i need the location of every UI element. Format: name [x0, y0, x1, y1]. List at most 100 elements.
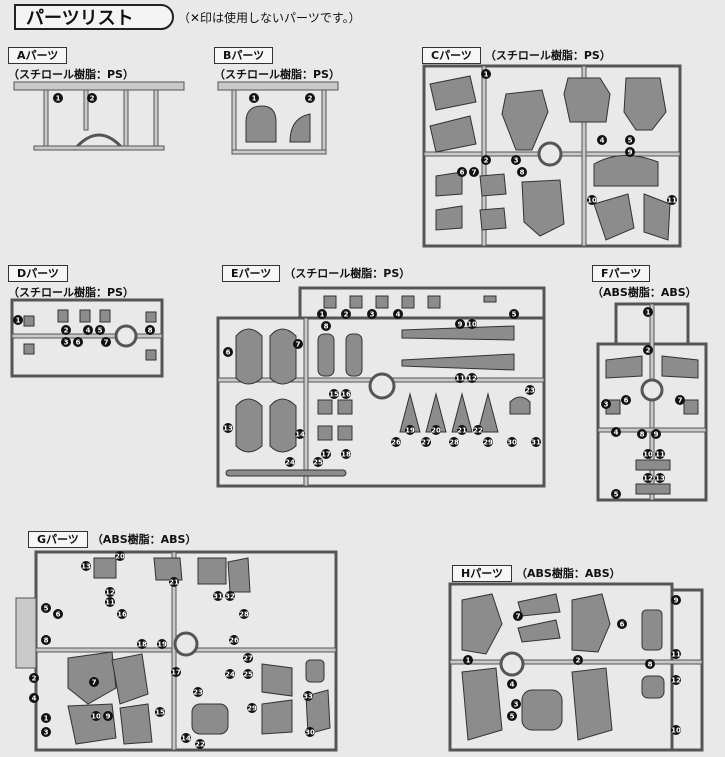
svg-text:8: 8: [520, 169, 525, 177]
section-a-label: Aパーツ: [8, 47, 68, 64]
svg-text:9: 9: [654, 431, 659, 439]
part-number-g-20: 20: [115, 551, 125, 561]
svg-text:3: 3: [370, 311, 375, 319]
part-number-e-17: 17: [321, 449, 331, 459]
svg-text:29: 29: [247, 705, 257, 713]
part-number-e-19: 19: [405, 425, 415, 435]
svg-text:18: 18: [137, 641, 147, 649]
part-number-e-31: 31: [531, 437, 541, 447]
part-number-h-1: 1: [463, 655, 473, 665]
svg-text:10: 10: [643, 451, 653, 459]
part-number-e-8: 8: [321, 321, 331, 331]
svg-text:5: 5: [512, 311, 517, 319]
part-number-d-5: 5: [95, 325, 105, 335]
part-number-f-10: 10: [643, 449, 653, 459]
svg-text:13: 13: [223, 425, 233, 433]
svg-text:3: 3: [604, 401, 609, 409]
part-number-a-1: 1: [53, 93, 63, 103]
section-g-label: Gパーツ: [28, 531, 88, 548]
part-number-e-27: 27: [421, 437, 431, 447]
part-number-g-32: 32: [225, 591, 235, 601]
part-number-e-14: 14: [295, 429, 305, 439]
svg-text:7: 7: [472, 169, 477, 177]
part-number-g-16: 16: [117, 609, 127, 619]
section-d: Dパーツ （スチロール樹脂：PS）: [8, 262, 134, 300]
svg-text:13: 13: [655, 475, 665, 483]
page-title: パーツリスト: [14, 4, 174, 30]
part-number-g-10: 10: [91, 711, 101, 721]
svg-text:4: 4: [86, 327, 91, 335]
part-number-e-29: 29: [483, 437, 493, 447]
part-number-g-12: 12: [105, 587, 115, 597]
part-number-c-8: 8: [517, 167, 527, 177]
svg-text:3: 3: [64, 339, 69, 347]
svg-text:11: 11: [105, 599, 115, 607]
part-number-e-6: 6: [223, 347, 233, 357]
svg-text:7: 7: [516, 613, 521, 621]
svg-text:6: 6: [76, 339, 81, 347]
part-number-g-11: 11: [105, 597, 115, 607]
svg-text:29: 29: [483, 439, 493, 447]
svg-text:5: 5: [510, 713, 515, 721]
svg-text:3: 3: [514, 701, 519, 709]
svg-text:13: 13: [81, 563, 91, 571]
part-number-d-8: 8: [145, 325, 155, 335]
part-number-e-18: 18: [341, 449, 351, 459]
part-number-g-28: 28: [239, 609, 249, 619]
part-number-e-22: 22: [473, 425, 483, 435]
svg-text:2: 2: [32, 675, 37, 683]
svg-text:9: 9: [106, 713, 111, 721]
svg-text:7: 7: [296, 341, 301, 349]
part-number-f-3: 3: [601, 399, 611, 409]
part-number-g-4: 4: [29, 693, 39, 703]
part-number-c-6: 6: [457, 167, 467, 177]
part-number-e-9: 9: [455, 319, 465, 329]
svg-text:6: 6: [226, 349, 231, 357]
part-number-e-3: 3: [367, 309, 377, 319]
section-d-label: Dパーツ: [8, 265, 68, 282]
part-number-c-1: 1: [481, 69, 491, 79]
part-number-g-8: 8: [41, 635, 51, 645]
part-number-d-1: 1: [13, 315, 23, 325]
svg-text:3: 3: [44, 729, 49, 737]
part-number-g-24: 24: [225, 669, 235, 679]
part-number-e-30: 30: [507, 437, 517, 447]
svg-text:4: 4: [32, 695, 37, 703]
svg-text:7: 7: [104, 339, 109, 347]
svg-text:8: 8: [324, 323, 329, 331]
svg-text:11: 11: [455, 375, 465, 383]
section-e-material: （スチロール樹脂：PS）: [284, 267, 411, 280]
part-number-g-15: 15: [155, 707, 165, 717]
section-e: Eパーツ（スチロール樹脂：PS）: [222, 262, 410, 282]
part-number-c-9: 9: [625, 147, 635, 157]
svg-text:9: 9: [674, 597, 679, 605]
part-number-d-3: 3: [61, 337, 71, 347]
part-number-g-9: 9: [103, 711, 113, 721]
svg-text:5: 5: [44, 605, 49, 613]
svg-text:2: 2: [90, 95, 95, 103]
part-number-f-5: 5: [611, 489, 621, 499]
sprue-e: 1 2 3 4 5 6 7 8 9 10 11 12 13 14 15 16 1…: [216, 286, 546, 488]
svg-text:2: 2: [344, 311, 349, 319]
svg-text:19: 19: [405, 427, 415, 435]
part-number-g-23: 23: [193, 687, 203, 697]
part-number-g-3: 3: [41, 727, 51, 737]
part-number-f-7: 7: [675, 395, 685, 405]
svg-text:21: 21: [169, 579, 179, 587]
svg-text:10: 10: [467, 321, 477, 329]
svg-text:23: 23: [193, 689, 203, 697]
part-number-e-10: 10: [467, 319, 477, 329]
part-number-e-24: 24: [285, 457, 295, 467]
part-number-g-22: 22: [195, 739, 205, 749]
svg-text:12: 12: [467, 375, 477, 383]
part-number-c-3: 3: [511, 155, 521, 165]
part-number-f-13: 13: [655, 473, 665, 483]
svg-text:9: 9: [458, 321, 463, 329]
part-number-f-8: 8: [637, 429, 647, 439]
svg-text:2: 2: [646, 347, 651, 355]
part-number-d-6: 6: [73, 337, 83, 347]
part-number-c-4: 4: [597, 135, 607, 145]
svg-text:25: 25: [313, 459, 323, 467]
svg-text:15: 15: [155, 709, 165, 717]
part-number-e-20: 20: [431, 425, 441, 435]
